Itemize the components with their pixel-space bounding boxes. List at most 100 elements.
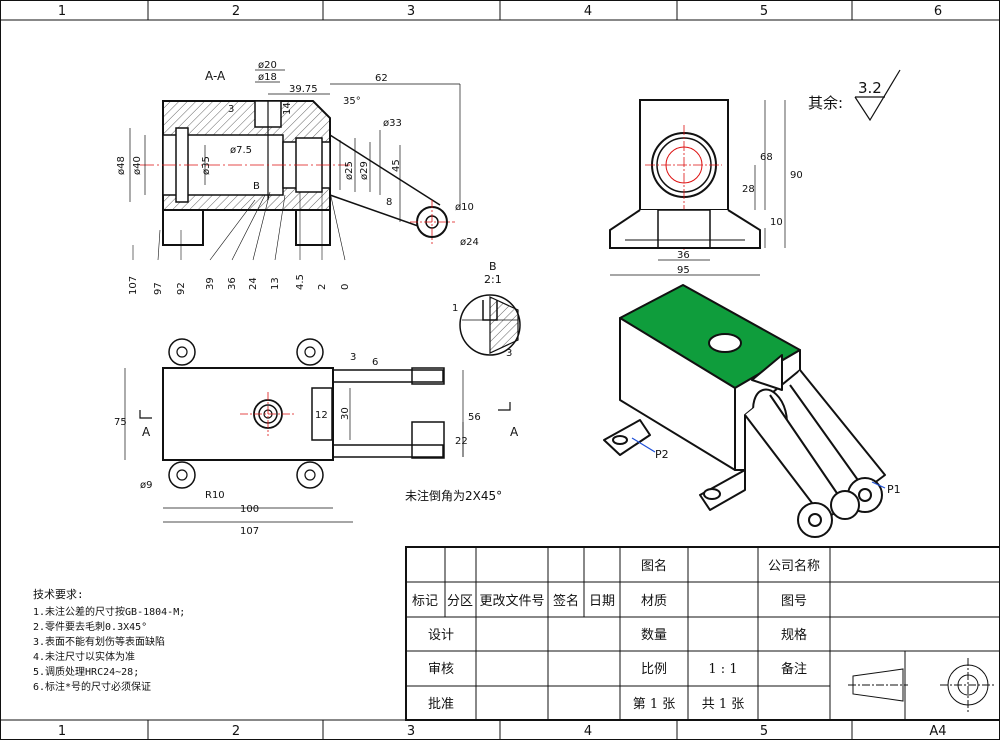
iso-label-p2: P2 bbox=[655, 448, 669, 461]
label-total: 共 1 张 bbox=[702, 697, 745, 712]
zone-label-2: 2 bbox=[232, 4, 240, 19]
dim-8: 8 bbox=[386, 197, 392, 208]
dim-3: 3 bbox=[228, 104, 234, 115]
plan-dim-75: 75 bbox=[114, 417, 127, 428]
label-company: 公司名称 bbox=[768, 558, 820, 574]
projection-symbol-icon bbox=[848, 658, 996, 712]
dim-d40: ø40 bbox=[132, 156, 143, 175]
label-drawing-name: 图名 bbox=[641, 558, 667, 574]
label-approve: 批准 bbox=[428, 697, 454, 712]
section-arrow-a-left: A bbox=[142, 425, 151, 439]
plan-dim-30: 30 bbox=[340, 407, 351, 420]
bottom-dim-0: 0 bbox=[340, 284, 351, 290]
tech-req-item: 4.未注尺寸以实体为准 bbox=[33, 650, 135, 663]
roughness-note: 其余: 3.2 bbox=[808, 69, 901, 122]
isometric-view: P2 P1 bbox=[603, 284, 901, 538]
zone-label-b1: 1 bbox=[58, 724, 66, 739]
section-arrow-a-right: A bbox=[510, 425, 519, 439]
roughness-value: 3.2 bbox=[858, 79, 882, 97]
section-view-a-a: A-A ø20 ø18 bbox=[116, 60, 479, 295]
zone-label-b3: 3 bbox=[407, 724, 415, 739]
detail-marker-b: B bbox=[253, 181, 260, 192]
technical-requirements: 技术要求: 1.未注公差的尺寸按GB-1804-M; 2.零件要去毛刺0.3X4… bbox=[33, 588, 185, 693]
zone-label-6: 6 bbox=[934, 4, 942, 19]
label-review: 审核 bbox=[428, 662, 454, 677]
rev-header-mark: 标记 bbox=[412, 594, 438, 609]
zone-label-5: 5 bbox=[760, 4, 768, 19]
zone-label-1: 1 bbox=[58, 4, 66, 19]
dim-d33: ø33 bbox=[383, 118, 402, 129]
label-remark: 备注 bbox=[781, 661, 807, 677]
tech-req-item: 6.标注*号的尺寸必须保证 bbox=[33, 680, 151, 693]
dim-d10: ø10 bbox=[455, 202, 474, 213]
front-view: 68 90 28 10 36 95 bbox=[609, 99, 803, 276]
label-design: 设计 bbox=[428, 628, 454, 643]
rev-header-zone: 分区 bbox=[447, 594, 473, 609]
front-dim-10: 10 bbox=[770, 217, 783, 228]
bottom-dim-13: 13 bbox=[270, 277, 281, 290]
zone-label-b2: 2 bbox=[232, 724, 240, 739]
title-block: 标记 分区 更改文件号 签名 日期 设计 审核 批准 图名 材质 数量 比例 1… bbox=[405, 546, 1000, 721]
sheet-size-label: A4 bbox=[929, 724, 946, 739]
bottom-dim-4-5: 4.5 bbox=[295, 274, 306, 290]
label-drawing-no: 图号 bbox=[781, 594, 807, 609]
frame-top-zone-labels: 1 2 3 4 5 6 bbox=[58, 4, 942, 19]
dim-62: 62 bbox=[375, 73, 388, 84]
dim-d48: ø48 bbox=[116, 156, 127, 175]
chamfer-note: 未注倒角为2X45° bbox=[405, 488, 502, 503]
dim-angle-35: 35° bbox=[343, 96, 361, 107]
bottom-dim-2: 2 bbox=[317, 284, 328, 290]
tech-req-item: 5.调质处理HRC24~28; bbox=[33, 666, 139, 678]
dim-d7-5: ø7.5 bbox=[230, 145, 252, 156]
plan-dim-d9: ø9 bbox=[140, 480, 152, 491]
plan-dim-12: 12 bbox=[315, 410, 328, 421]
label-sheet: 第 1 张 bbox=[633, 697, 676, 712]
front-dim-90: 90 bbox=[790, 170, 803, 181]
label-quantity: 数量 bbox=[641, 628, 667, 643]
roughness-label: 其余: bbox=[808, 94, 843, 112]
dim-d20: ø20 bbox=[258, 60, 277, 71]
detail-dim-3: 3 bbox=[506, 348, 512, 359]
value-ratio: 1 : 1 bbox=[708, 662, 737, 677]
detail-dim-1: 1 bbox=[452, 303, 458, 314]
tech-req-item: 2.零件要去毛刺0.3X45° bbox=[33, 621, 147, 633]
bottom-dim-24: 24 bbox=[248, 277, 259, 290]
plan-dim-100: 100 bbox=[240, 504, 259, 515]
dim-d18: ø18 bbox=[258, 72, 277, 83]
bottom-dim-39: 39 bbox=[205, 277, 216, 290]
dim-3975: 39.75 bbox=[289, 84, 318, 95]
front-dim-95: 95 bbox=[677, 265, 690, 276]
plan-dim-3: 3 bbox=[350, 352, 356, 363]
bottom-dim-92: 92 bbox=[176, 282, 187, 295]
frame-bottom-zone-labels: 1 2 3 4 5 A4 bbox=[58, 724, 947, 739]
detail-view-b: B 2:1 1 3 bbox=[452, 260, 521, 359]
front-dim-36: 36 bbox=[677, 250, 690, 261]
iso-label-p1: P1 bbox=[887, 483, 901, 496]
rev-header-signature: 签名 bbox=[553, 593, 579, 609]
dim-d29: ø29 bbox=[359, 161, 370, 180]
bottom-dim-107: 107 bbox=[128, 276, 139, 295]
tech-req-item: 1.未注公差的尺寸按GB-1804-M; bbox=[33, 605, 185, 618]
label-material: 材质 bbox=[641, 594, 667, 609]
front-dim-68: 68 bbox=[760, 152, 773, 163]
plan-dim-56: 56 bbox=[468, 412, 481, 423]
tech-req-title: 技术要求: bbox=[33, 588, 84, 601]
plan-dim-r10: R10 bbox=[205, 490, 225, 501]
label-ratio: 比例 bbox=[641, 662, 667, 677]
rev-header-change-doc: 更改文件号 bbox=[479, 594, 544, 609]
zone-label-3: 3 bbox=[407, 4, 415, 19]
plan-dim-22: 22 bbox=[455, 436, 468, 447]
front-dim-28: 28 bbox=[742, 184, 755, 195]
dim-14: 14 bbox=[282, 102, 293, 115]
dim-d25: ø25 bbox=[344, 161, 355, 180]
bottom-dim-97: 97 bbox=[153, 282, 164, 295]
label-spec: 规格 bbox=[781, 627, 807, 643]
plan-view: 3 6 75 12 30 56 22 ø9 R10 100 107 A A bbox=[114, 338, 519, 537]
zone-label-b5: 5 bbox=[760, 724, 768, 739]
section-label: A-A bbox=[205, 69, 226, 83]
zone-label-4: 4 bbox=[584, 4, 592, 19]
detail-title: B bbox=[489, 260, 497, 273]
detail-scale: 2:1 bbox=[484, 273, 502, 286]
plan-dim-6: 6 bbox=[372, 357, 378, 368]
